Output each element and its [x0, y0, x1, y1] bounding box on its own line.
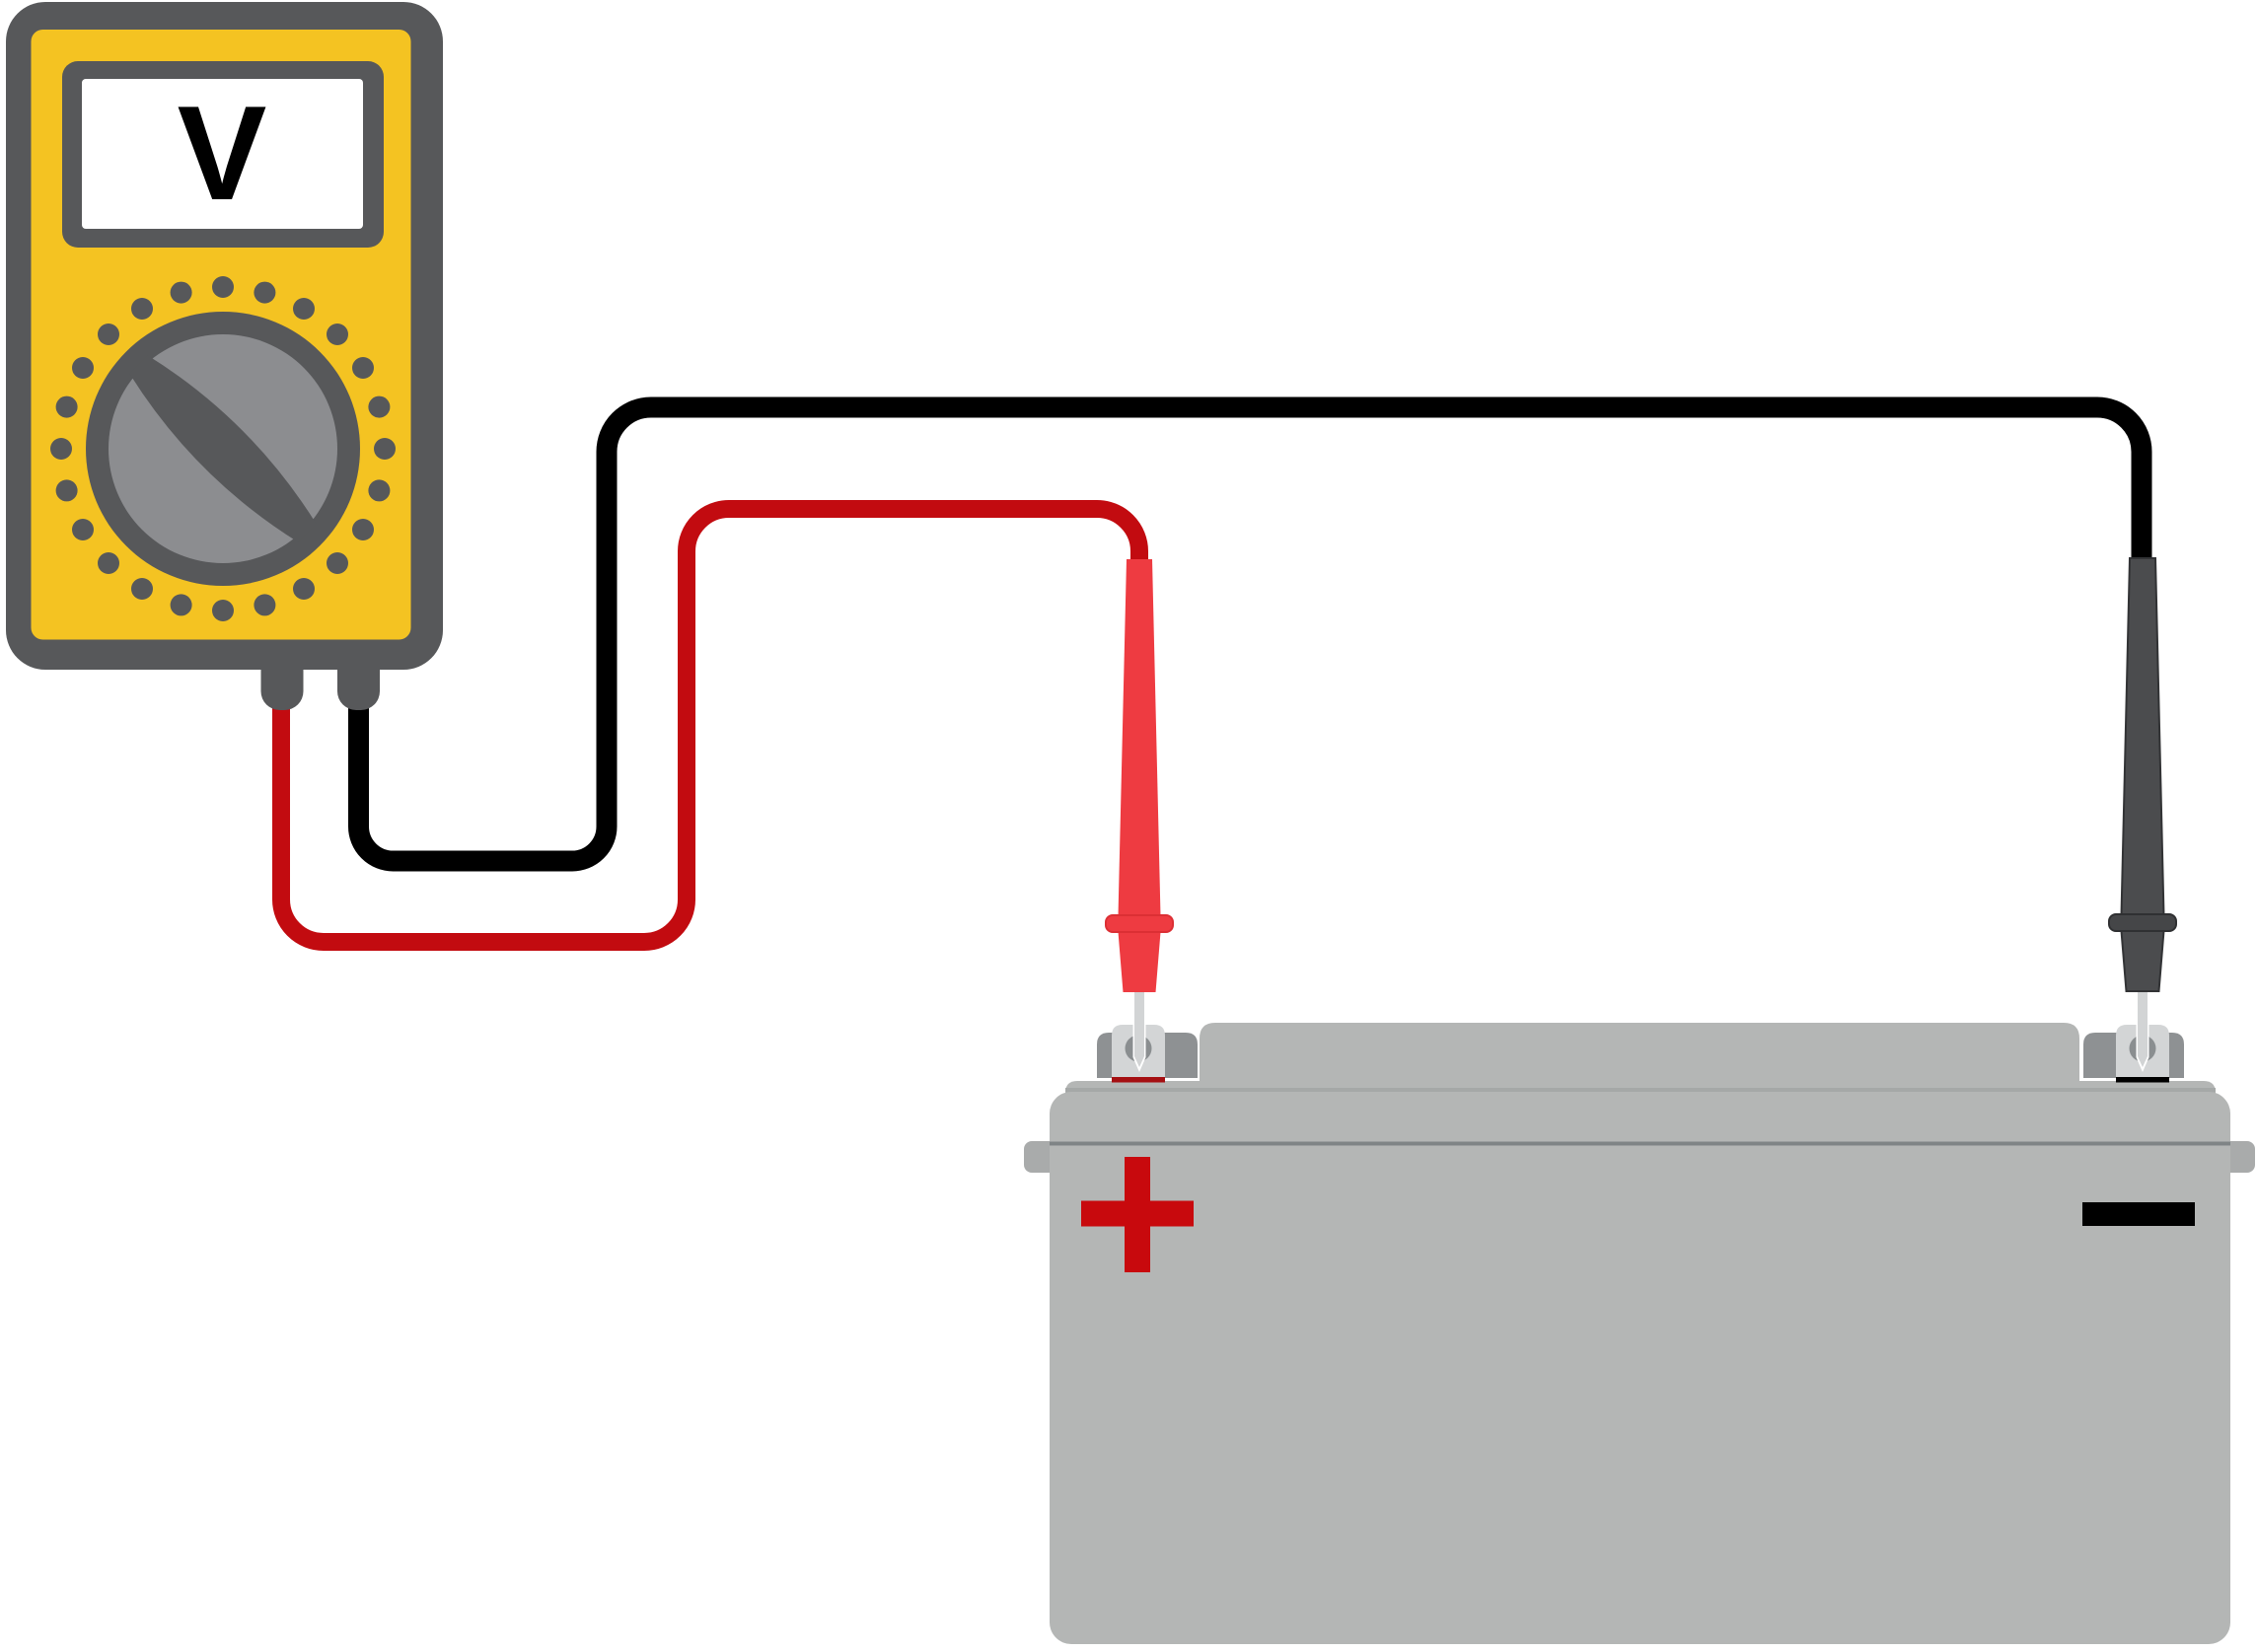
svg-text:V: V — [178, 78, 267, 228]
